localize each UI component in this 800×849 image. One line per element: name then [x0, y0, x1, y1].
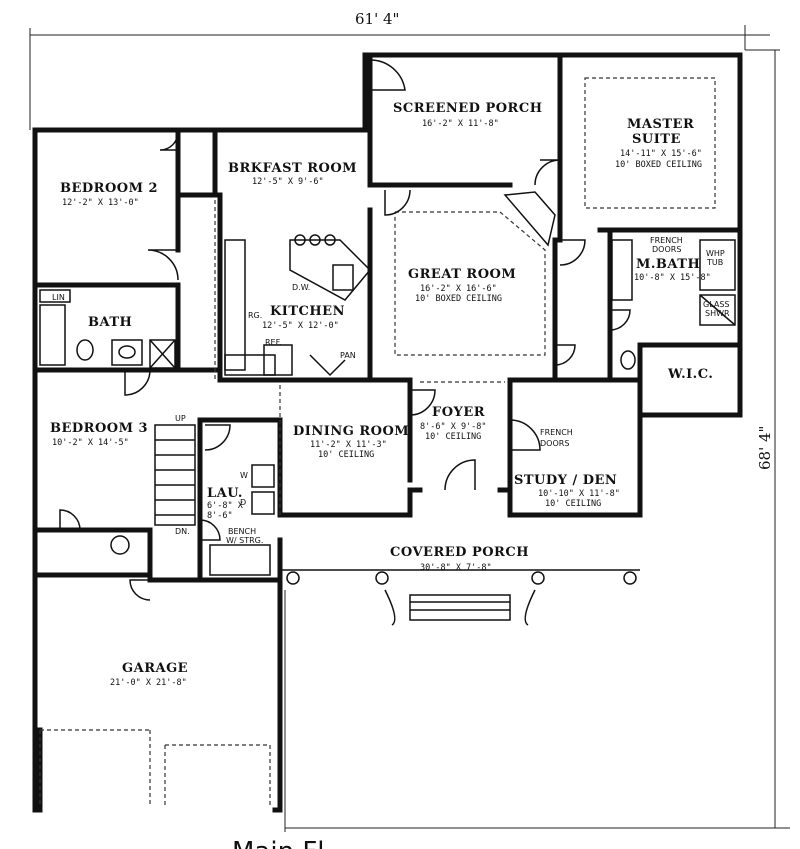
door-swings [59, 59, 631, 601]
brkfast-size: 12'-5" X 9'-6" [252, 177, 324, 187]
master-suite-ceiling: 10' BOXED CEILING [615, 160, 702, 170]
dining-ceiling: 10' CEILING [318, 450, 374, 460]
master-suite-name2: SUITE [632, 132, 681, 147]
foyer-size: 8'-6" X 9'-8" [420, 422, 487, 432]
lau-size1: 6'-8" X [207, 501, 244, 511]
bedroom2-size: 12'-2" X 13'-0" [62, 198, 139, 208]
garage-size: 21'-0" X 21'-8" [110, 678, 187, 688]
up-label: UP [175, 414, 186, 423]
glass-label1: GLASS [703, 300, 729, 309]
lau-size2: 8'-6" [207, 511, 233, 521]
covered-porch-size: 30'-8" X 7'-8" [420, 563, 492, 573]
lin-label: LIN [52, 293, 65, 302]
whp-label1: WHP [706, 249, 725, 258]
french-doors-label1: FRENCH [650, 236, 683, 245]
french-doors-label2: DOORS [652, 245, 681, 254]
mbath-name: M.BATH [636, 257, 700, 272]
bedroom3-size: 10'-2" X 14'-5" [52, 438, 129, 448]
ref-label: REF. [265, 338, 281, 347]
room-labels: SCREENED PORCH 16'-2" X 11'-8" MASTER SU… [50, 101, 713, 688]
bath-name: BATH [88, 315, 132, 330]
garage-name: GARAGE [122, 661, 188, 676]
great-room-size: 16'-2" X 16'-6" [420, 284, 497, 294]
lau-name: LAU. [207, 486, 243, 501]
bench-label1: BENCH [228, 527, 256, 536]
mbath-size: 10'-8" X 15'-8" [634, 273, 711, 283]
whp-label2: TUB [706, 258, 723, 267]
screened-porch-name: SCREENED PORCH [393, 101, 542, 116]
kitchen-size: 12'-5" X 12'-0" [262, 321, 339, 331]
master-suite-name1: MASTER [627, 117, 694, 132]
bedroom2-name: BEDROOM 2 [60, 181, 158, 196]
study-french-label1: FRENCH [540, 428, 573, 437]
master-suite-size: 14'-11" X 15'-6" [620, 149, 702, 159]
fixtures [39, 191, 736, 626]
depth-dimension: 68' 4" [756, 426, 774, 470]
dining-size: 11'-2" X 11'-3" [310, 440, 387, 450]
glass-label2: SHWR [705, 309, 730, 318]
bench-label2: W/ STRG. [226, 536, 263, 545]
study-size: 10'-10" X 11'-8" [538, 489, 620, 499]
rg-label: RG. [248, 311, 262, 320]
dining-name: DINING ROOM [293, 424, 409, 439]
study-french-label2: DOORS [540, 439, 569, 448]
study-name: STUDY / DEN [514, 473, 617, 488]
dryer-label: D [240, 498, 246, 507]
dn-label: DN. [175, 527, 190, 536]
covered-porch-name: COVERED PORCH [390, 545, 529, 560]
wic-name: W.I.C. [667, 367, 713, 382]
pan-label: PAN [340, 351, 356, 360]
fixture-labels: LIN D.W. RG. REF. PAN FRENCH DOORS WHP T… [52, 236, 730, 545]
width-dimension: 61' 4" [355, 10, 399, 28]
screened-porch-size: 16'-2" X 11'-8" [422, 119, 499, 129]
kitchen-name: KITCHEN [270, 304, 345, 319]
dimension-lines [29, 25, 790, 832]
dw-label: D.W. [292, 283, 310, 292]
washer-label: W [240, 471, 248, 480]
footer-text: Main Fl [232, 837, 325, 849]
dashed-lines [39, 77, 716, 805]
brkfast-name: BRKFAST ROOM [228, 161, 357, 176]
great-room-name: GREAT ROOM [408, 267, 516, 282]
great-room-ceiling: 10' BOXED CEILING [415, 294, 502, 304]
foyer-name: FOYER [432, 405, 485, 420]
study-ceiling: 10' CEILING [545, 499, 601, 509]
foyer-ceiling: 10' CEILING [425, 432, 481, 442]
bedroom3-name: BEDROOM 3 [50, 421, 148, 436]
